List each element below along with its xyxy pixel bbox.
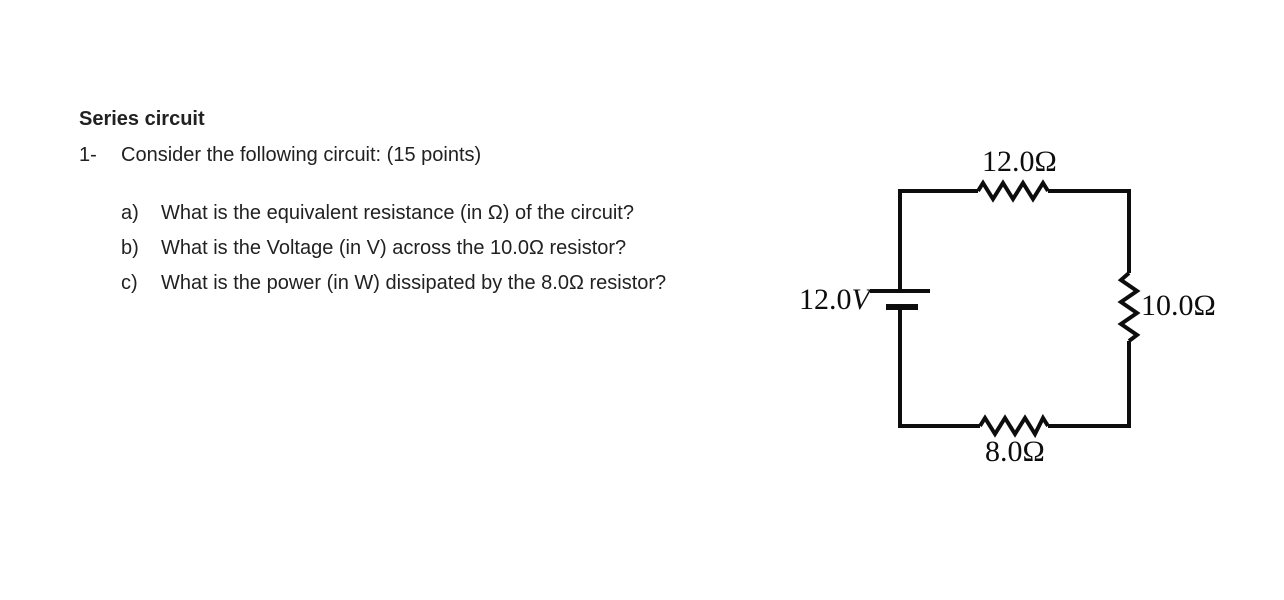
question-number: 1- (79, 144, 97, 166)
resistor-right-icon (1117, 271, 1141, 343)
sub-question-a-text: What is the equivalent resistance (in Ω)… (161, 202, 634, 224)
battery-value: 12.0 (799, 283, 852, 316)
wire-top-left (898, 189, 978, 291)
resistor-top-icon (976, 179, 1050, 203)
top-resistor-label: 12.0Ω (982, 145, 1057, 178)
resistor-bottom-icon (978, 413, 1050, 439)
sub-question-a-label: a) (121, 202, 139, 224)
sub-question-b: b) What is the Voltage (in V) across the … (121, 238, 626, 258)
circuit-diagram (870, 179, 1141, 439)
right-resistor-label: 10.0Ω (1141, 289, 1216, 322)
question-line: 1- Consider the following circuit: (15 po… (79, 145, 481, 165)
sub-question-b-label: b) (121, 237, 139, 259)
wire-bottom-right (1048, 341, 1131, 428)
bottom-resistor-label: 8.0Ω (985, 435, 1045, 468)
sub-question-c-text: What is the power (in W) dissipated by t… (161, 272, 667, 294)
sub-question-c: c) What is the power (in W) dissipated by… (121, 273, 666, 293)
battery-label: 12.0V (799, 285, 870, 315)
wire-bottom-left (898, 307, 980, 428)
battery-icon (870, 289, 930, 310)
battery-unit: V (851, 283, 870, 316)
wire-top-right (1048, 189, 1131, 273)
question-text: Consider the following circuit: (15 poin… (121, 144, 482, 166)
sub-question-c-label: c) (121, 272, 138, 294)
sub-question-b-text: What is the Voltage (in V) across the 10… (161, 237, 627, 259)
sub-question-a: a) What is the equivalent resistance (in … (121, 203, 634, 223)
page-title: Series circuit (79, 108, 205, 130)
